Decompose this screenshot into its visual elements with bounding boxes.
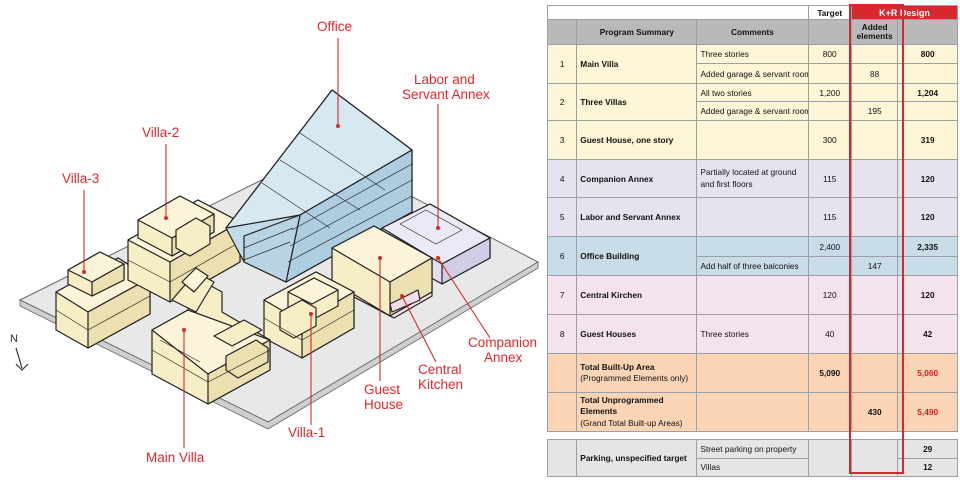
labor-annex-label-line1: Labor and [414,72,475,87]
table-row-labor-annex: 5 Labor and Servant Annex 115 120 [546,197,958,238]
central-kitchen-label-line1: Central [418,362,462,377]
callouts: Office Labor and Servant Annex Villa-2 V… [62,19,537,465]
villa-1-label: Villa-1 [288,425,325,440]
table-row-three-villas: 2 Three Villas All two stories 1,200 1,2… [546,82,958,121]
villa-3-label: Villa-3 [62,171,99,186]
guest-house-label-line1: Guest [364,382,400,397]
svg-text:N: N [10,333,18,345]
table-row-main-villa: 1 Main Villa Three stories 800 800 [546,43,958,84]
program-summary-table: Target K+R Design Program Summary Commen… [546,4,959,477]
central-kitchen-label-line2: Kitchen [418,377,463,392]
office-label: Office [317,19,352,34]
program-summary-header: Program Summary [576,19,698,45]
main-villa-label: Main Villa [146,450,205,465]
office-building [225,89,413,283]
table-row-parking: Parking, unspecified target Street parki… [546,439,958,477]
companion-annex-label-line2: Annex [484,350,523,365]
labor-annex-label-line2: Servant Annex [402,87,490,102]
table-row-total-built-up: Total Built-Up Area(Programmed Elements … [546,353,958,393]
table-row-central-kitchen: 7 Central Kirchen 120 120 [546,275,958,316]
main-villa-building [151,267,271,405]
companion-annex-label-line1: Companion [468,335,537,350]
added-elements-header-1: Added [861,21,888,32]
villa-3-building [55,251,151,349]
villa-2-label: Villa-2 [142,125,179,140]
table-row-guard-houses: 8 Guest Houses Three stories 40 42 [546,314,958,355]
guest-house-label-line2: House [364,397,403,412]
site-axonometric-diagram: N Office Labor and Servant Annex Villa-2… [10,19,540,465]
table-row-guest-house: 3 Guest House, one story 300 319 [546,119,958,160]
table-row-total-unprogrammed: Total Unprogrammed Elements(Grand Total … [546,391,958,432]
site-ground-edge [19,261,539,430]
table-row-office-building: 6 Office Building 2,400 2,335 [546,236,958,277]
kr-design-header: K+R Design [850,4,959,21]
target-header: Target [807,4,852,21]
villa-1-building [263,271,355,359]
added-elements-header-2: elements [856,31,893,42]
table-row-companion-annex: 4 Companion Annex Partially located at g… [546,158,958,199]
north-arrow: N [10,333,29,371]
comments-header: Comments [696,19,809,45]
